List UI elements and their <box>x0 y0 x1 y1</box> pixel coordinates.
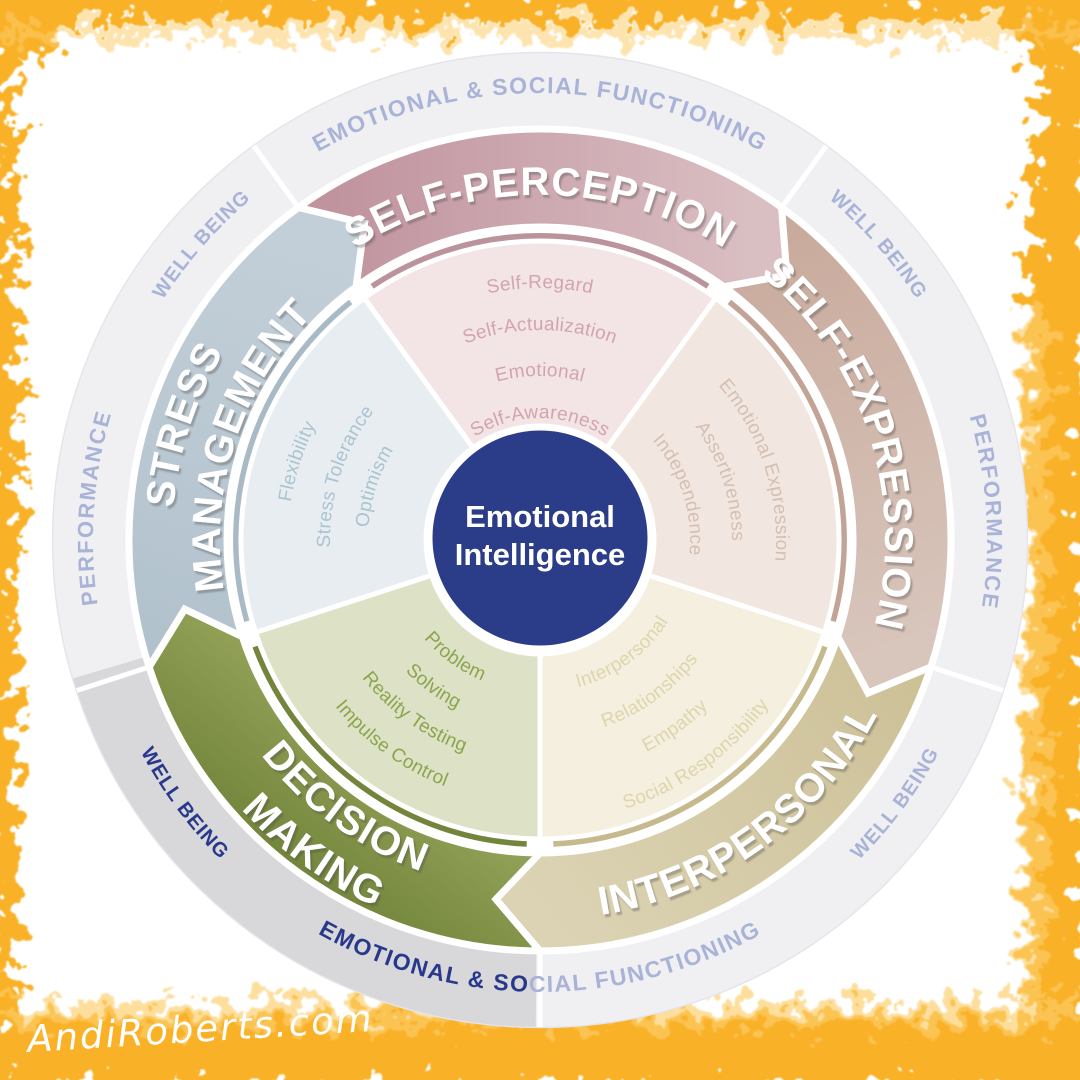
segment-stress-management <box>125 203 477 676</box>
center-label-line2: Intelligence <box>455 537 626 572</box>
band-stress-management <box>125 203 369 676</box>
rim-stress-management <box>233 299 353 622</box>
ring-separator <box>251 144 300 208</box>
border-corner-bl <box>0 1010 66 1080</box>
rim-self-expression <box>727 299 847 622</box>
ring-separators <box>76 144 1004 1027</box>
ring-outer-edge <box>51 51 1029 1029</box>
ring-separator <box>780 144 829 208</box>
border-top <box>0 0 1080 22</box>
border-left <box>0 0 18 1080</box>
rim-interpersonal <box>553 645 828 847</box>
center-hub: Emotional Intelligence <box>427 425 653 651</box>
ring-separator <box>76 665 148 693</box>
wedge-interpersonal <box>537 572 828 842</box>
border-top-wash <box>0 24 1080 38</box>
ring-highlight-section <box>72 656 537 1028</box>
wedge-stress-management <box>238 294 477 636</box>
center-label-line1: Emotional <box>465 499 615 534</box>
wedge-self-expression <box>603 294 842 636</box>
rim-decision-making <box>252 645 527 847</box>
center-circle <box>427 425 653 651</box>
border-right-wash <box>1022 300 1048 1000</box>
ring-separator <box>932 665 1004 693</box>
wedge-decision-making <box>252 572 543 842</box>
rim-self-perception <box>370 233 710 290</box>
